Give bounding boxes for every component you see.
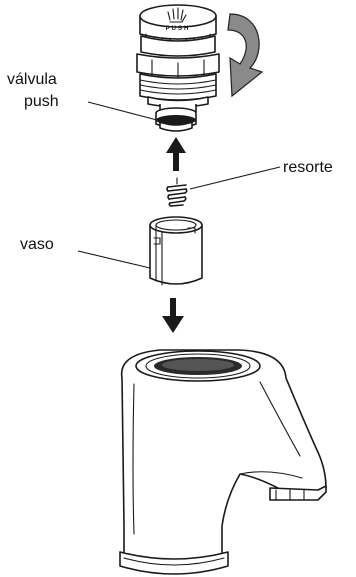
valve-leader-line (87, 101, 158, 121)
faucet-body (119, 349, 327, 575)
cup-leader-line (77, 250, 151, 269)
cup-label: vaso (20, 236, 54, 253)
valve-label-line1: válvula (7, 71, 57, 88)
push-valve: PUSH (136, 4, 220, 132)
spring (166, 177, 188, 207)
arrow-up-icon (166, 137, 186, 171)
rotation-arrow-icon (227, 13, 264, 98)
push-label-top: PUSH (166, 26, 191, 32)
spring-leader-line (189, 166, 281, 190)
valve-label-line2: push (24, 93, 59, 110)
arrow-down-icon (162, 298, 184, 333)
spring-label: resorte (283, 159, 333, 176)
cup (149, 216, 203, 286)
